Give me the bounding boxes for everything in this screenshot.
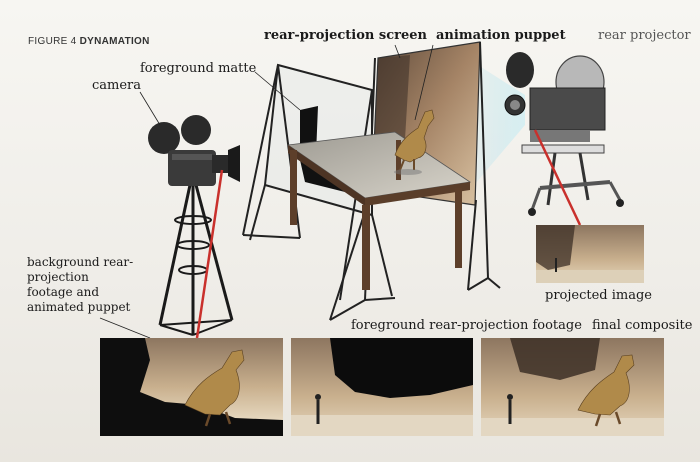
label-rear-projector: rear projector [598,28,691,43]
foreground-footage-panel [291,338,473,436]
background-footage-panel [100,338,283,436]
figure-title: FIGURE 4 DYNAMATION [28,36,150,47]
camera-sightline [195,169,224,339]
figure-name: DYNAMATION [79,36,150,47]
projector-beam-line [533,129,582,226]
label-rear-projection-screen: rear-projection screen [264,28,427,43]
animation-table [286,131,472,290]
projected-image-thumbnail [536,225,644,283]
movie-camera [148,115,240,186]
animation-puppet-figure [394,109,435,175]
label-final-composite: final composite [592,318,693,333]
label-leader-lines [99,44,434,339]
foreground-matte-silhouette [300,106,345,192]
label-foreground-footage: foreground rear-projection footage [351,318,582,333]
figure-number: FIGURE 4 [28,36,77,47]
label-foreground-matte: foreground matte [140,61,257,76]
camera-tripod [158,184,234,336]
rear-projector-machine [504,52,624,216]
tripod-rings [174,215,212,275]
label-projected-image: projected image [545,288,652,303]
final-composite-panel [481,338,664,436]
label-camera: camera [92,78,142,93]
label-background-footage: background rear-projection footage and a… [27,255,134,314]
label-animation-puppet: animation puppet [436,28,566,43]
